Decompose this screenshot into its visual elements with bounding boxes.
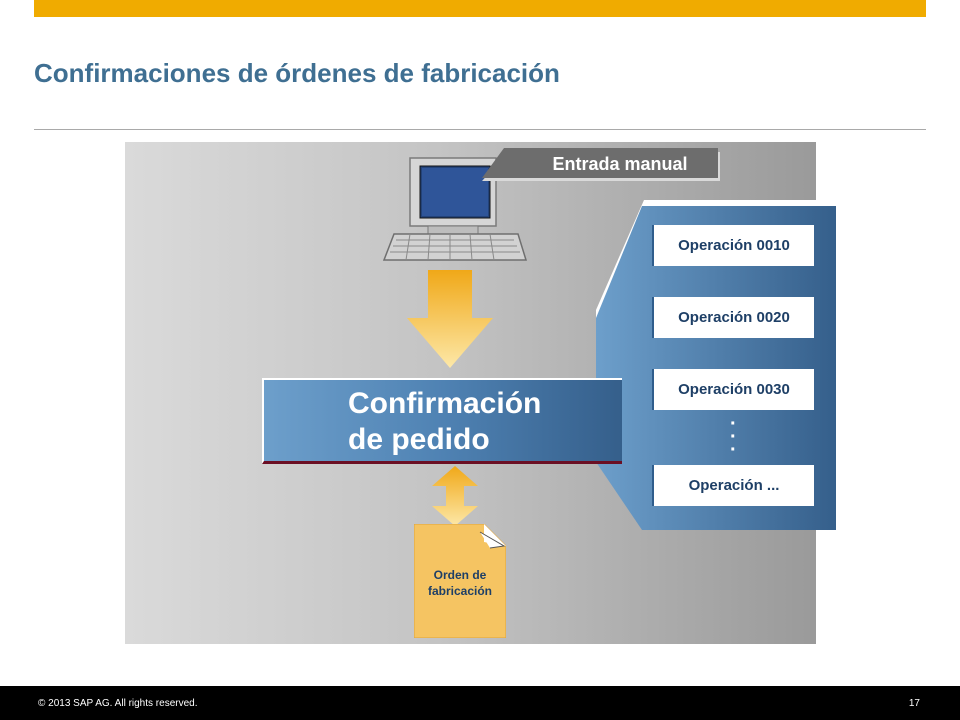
confirmation-box [262,378,622,464]
footer-bar: © 2013 SAP AG. All rights reserved. 17 [0,686,960,720]
operations-panel [596,200,840,530]
operation-more: Operación ... [652,465,814,506]
confirmation-label: Confirmación de pedido [348,386,608,458]
document-icon [414,524,506,638]
manual-entry-label: Entrada manual [552,153,688,174]
accent-bar [34,0,926,17]
document-line-1: Orden de [433,568,487,582]
confirmation-line-2: de pedido [348,423,490,456]
slide-title: Confirmaciones de órdenes de fabricación [34,58,560,88]
confirmation-line-1: Confirmación [348,387,542,420]
operation-0030: Operación 0030 [652,369,814,410]
down-arrow-icon [407,270,493,368]
computer-icon [382,157,528,261]
copyright-text: © 2013 SAP AG. All rights reserved. [38,698,198,709]
page-number: 17 [908,698,920,709]
operation-0010: Operación 0010 [652,225,814,266]
manual-entry-tab [482,148,720,181]
operation-0020: Operación 0020 [652,297,814,338]
ellipsis-dots: ··· [730,413,737,461]
bidirectional-arrow-icon [432,466,478,526]
document-label: Orden de fabricación [414,567,506,599]
document-line-2: fabricación [427,584,493,598]
title-divider [34,129,926,130]
